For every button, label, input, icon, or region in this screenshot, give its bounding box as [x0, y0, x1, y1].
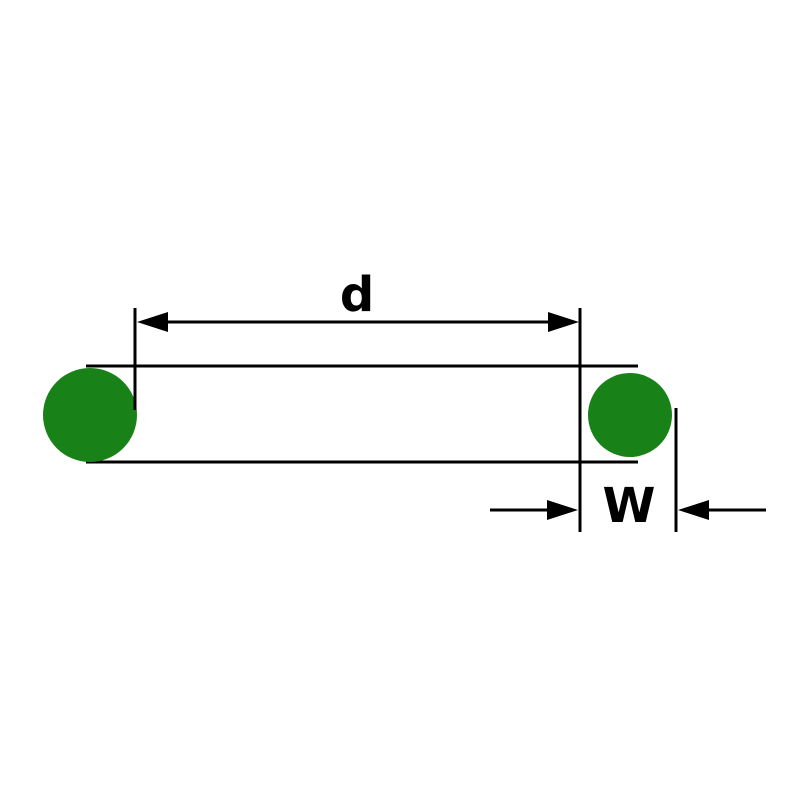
d-arrowhead-left-icon	[137, 312, 168, 332]
w-arrowhead-pointing-right-icon	[547, 500, 578, 520]
w-arrowheads	[547, 500, 709, 520]
d-arrowhead-right-icon	[548, 312, 579, 332]
w-arrowhead-pointing-left-icon	[678, 500, 709, 520]
left-cross-section-circle	[43, 368, 137, 462]
ring-outline-group	[86, 364, 638, 464]
right-cross-section-circle	[588, 373, 672, 457]
extension-lines	[133, 308, 678, 532]
d-arrowheads	[137, 312, 579, 332]
w-dimension-label: W	[603, 478, 656, 534]
ring-cross-sections	[43, 368, 672, 462]
d-dimension-label: d	[340, 267, 374, 323]
